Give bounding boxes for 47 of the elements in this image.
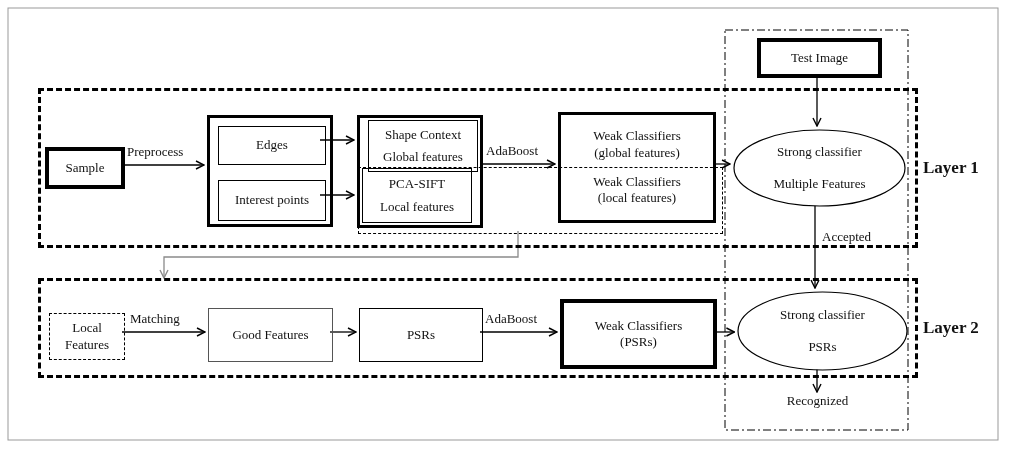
node-label: Local Features (63, 320, 110, 353)
process-box (218, 126, 326, 165)
node-label: Strong classifier (777, 144, 862, 161)
node-label: Test Image (790, 49, 849, 67)
node-label: Weak Classifiers (local features) (592, 174, 682, 207)
arrow (319, 190, 355, 200)
node-label: PCA-SIFT (388, 175, 446, 193)
group-box (357, 115, 483, 228)
arrow (121, 327, 206, 337)
node-label: Global features (383, 148, 463, 166)
node-label: Shape Context (384, 126, 462, 144)
node-label: Recognized (786, 392, 849, 410)
arrow (812, 77, 822, 127)
node-label: Local features (380, 198, 454, 216)
edge-label: Preprocess (126, 145, 185, 160)
node-label: Edges (256, 137, 288, 154)
process-box (558, 112, 716, 223)
process-box (560, 299, 717, 369)
node-label: Interest points (235, 192, 309, 209)
arrow (479, 327, 558, 337)
arrow (329, 327, 357, 337)
edge-label: Matching (129, 312, 181, 327)
process-box (368, 120, 478, 172)
dashed-region (358, 167, 723, 234)
process-box (359, 308, 483, 362)
node-label: Weak Classifiers (global features) (592, 128, 682, 161)
ellipse-node (733, 129, 906, 207)
node-label: Good Features (232, 326, 309, 344)
layer-label: Layer 2 (923, 318, 979, 338)
process-box (208, 308, 333, 362)
edge-label: Accepted (821, 230, 873, 245)
group-box (207, 115, 333, 227)
layer-label: Layer 1 (923, 158, 979, 178)
process-box (49, 313, 125, 360)
process-box (218, 180, 326, 221)
arrow (319, 135, 355, 145)
node-label: Strong classifier (780, 306, 865, 324)
ellipse-node (737, 291, 908, 371)
process-box (45, 147, 125, 189)
arrow (159, 230, 519, 279)
node-label: Sample (65, 159, 105, 177)
node-label: PSRs (808, 338, 837, 356)
node-label: PSRs (406, 326, 436, 344)
process-box (362, 168, 472, 223)
process-box (757, 38, 882, 78)
node-label: Multiple Features (773, 175, 866, 192)
node-label: Weak Classifiers (PSRs) (593, 317, 684, 351)
